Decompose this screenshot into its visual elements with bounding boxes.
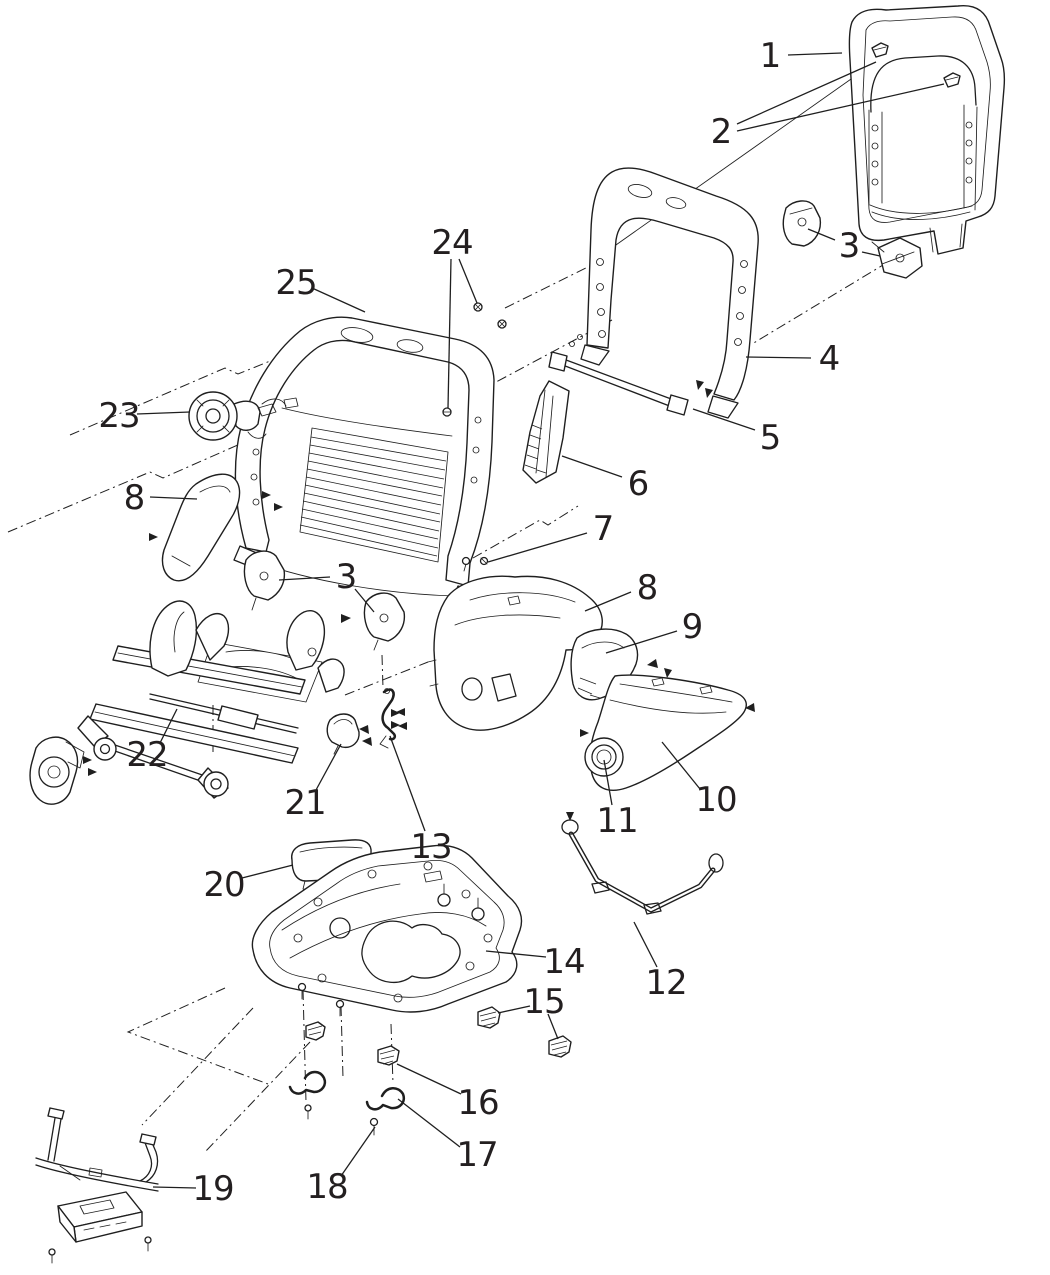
callout-frame-screws: 24 xyxy=(431,223,472,263)
callout-hook-screw: 18 xyxy=(306,1167,347,1207)
callout-seat-back-panel: 1 xyxy=(760,36,781,76)
leader-line-back-panel-clips xyxy=(736,61,877,125)
part-shield-inner xyxy=(149,473,241,582)
callout-recliner-cover-lower: 3 xyxy=(336,557,357,597)
part-frame-screws xyxy=(442,302,583,417)
callout-shield-lower: 10 xyxy=(695,780,736,820)
leader-line-recliner-motor xyxy=(136,411,191,415)
callout-front-bracket: 21 xyxy=(284,783,325,823)
callout-layer: 1234567889101112131415161718192021222324… xyxy=(98,36,945,1209)
leader-line-track-cover xyxy=(241,864,294,879)
leader-line-seat-back-panel xyxy=(787,52,843,56)
leader-line-shield-lower xyxy=(661,741,701,790)
leader-line-wiring-clips xyxy=(547,1013,559,1040)
part-recliner-cover-a xyxy=(782,200,822,247)
part-bolster-shield xyxy=(522,380,570,484)
leader-line-back-panel-clips xyxy=(736,83,945,132)
part-recliner-cover-d xyxy=(341,592,406,651)
leader-line-seat-pan xyxy=(485,950,547,958)
part-back-panel-clips xyxy=(871,42,961,88)
leader-line-bezel-ring xyxy=(603,759,613,806)
leader-line-seat-back-frame-inner xyxy=(311,287,366,313)
part-retainer-clip xyxy=(377,1045,400,1066)
leader-line-hold-down-hook xyxy=(397,1098,461,1148)
leader-line-bolster-shield xyxy=(561,455,623,478)
callout-crossmember-rod: 5 xyxy=(760,418,781,458)
leader-line-recliner-screw xyxy=(487,532,588,563)
leader-line-retainer-clip xyxy=(396,1063,462,1095)
part-shield-outer xyxy=(391,575,603,731)
part-foot-cover xyxy=(29,736,97,805)
part-seat-back-panel xyxy=(848,5,1006,255)
part-seat-back-frame xyxy=(580,167,759,419)
callout-recliner-cover-upper: 3 xyxy=(839,226,860,266)
leader-line-module-bracket xyxy=(152,1186,197,1189)
leader-line-latch-link xyxy=(389,735,426,832)
leader-line-finish-flap xyxy=(605,630,678,654)
part-clip-hook-left xyxy=(288,1021,327,1120)
part-recliner-motor xyxy=(188,391,299,441)
callout-recliner-motor: 23 xyxy=(98,396,139,436)
leader-line-hook-screw xyxy=(340,1126,376,1177)
callout-finish-flap: 9 xyxy=(682,607,703,647)
part-recliner-screws xyxy=(461,556,489,572)
callout-shield-inner: 8 xyxy=(124,478,145,518)
part-recliner-cover-b xyxy=(871,237,923,279)
part-crossmember-rod xyxy=(548,351,713,416)
callout-shield-outer: 8 xyxy=(637,568,658,608)
leader-line-shield-inner xyxy=(149,496,198,500)
part-bezel-ring xyxy=(591,744,617,770)
callout-seat-back-frame: 4 xyxy=(819,339,840,379)
callout-bolster-shield: 6 xyxy=(628,464,649,504)
leader-line-recliner-cover-upper xyxy=(807,228,836,241)
leader-line-seat-back-frame xyxy=(745,356,812,359)
callout-adjuster-track: 22 xyxy=(126,735,167,775)
callout-rear-floor-bracket: 12 xyxy=(645,963,686,1003)
callout-back-panel-clips: 2 xyxy=(711,112,732,152)
leader-line-frame-screws xyxy=(447,258,452,409)
callout-track-cover: 20 xyxy=(203,865,244,905)
leader-line-rear-floor-bracket xyxy=(633,921,658,968)
callout-seat-pan: 14 xyxy=(543,942,584,982)
callout-hold-down-hook: 17 xyxy=(456,1135,497,1175)
leader-line-wiring-clips xyxy=(497,1005,531,1014)
callout-latch-link: 13 xyxy=(410,827,451,867)
callout-bezel-ring: 11 xyxy=(596,801,637,841)
leader-line-frame-screws xyxy=(458,258,478,304)
part-wiring-clips xyxy=(477,1006,572,1058)
part-adjuster-track xyxy=(77,600,345,799)
leader-line-recliner-cover-upper xyxy=(861,251,881,257)
callout-recliner-screw: 7 xyxy=(593,509,614,549)
leader-line-shield-outer xyxy=(584,591,632,612)
part-hold-down-hook xyxy=(365,1087,405,1111)
leader-line-adjuster-track xyxy=(159,708,178,744)
leader-line-crossmember-rod xyxy=(692,408,756,431)
callout-seat-back-frame-inner: 25 xyxy=(275,263,316,303)
leader-line-recliner-cover-lower xyxy=(354,588,375,613)
part-rear-floor-bracket xyxy=(561,812,724,915)
part-seat-pan xyxy=(251,844,523,1017)
leader-line-recliner-cover-lower xyxy=(278,576,331,581)
part-module-bracket xyxy=(35,1107,159,1264)
callout-module-bracket: 19 xyxy=(192,1169,233,1209)
part-recliner-cover-c xyxy=(243,491,286,611)
part-shield-lower xyxy=(580,668,755,792)
part-front-bracket xyxy=(326,713,372,755)
callout-retainer-clip: 16 xyxy=(457,1083,498,1123)
part-latch-link xyxy=(379,688,407,749)
callout-wiring-clips: 15 xyxy=(523,982,564,1022)
leader-line-front-bracket xyxy=(315,743,342,791)
